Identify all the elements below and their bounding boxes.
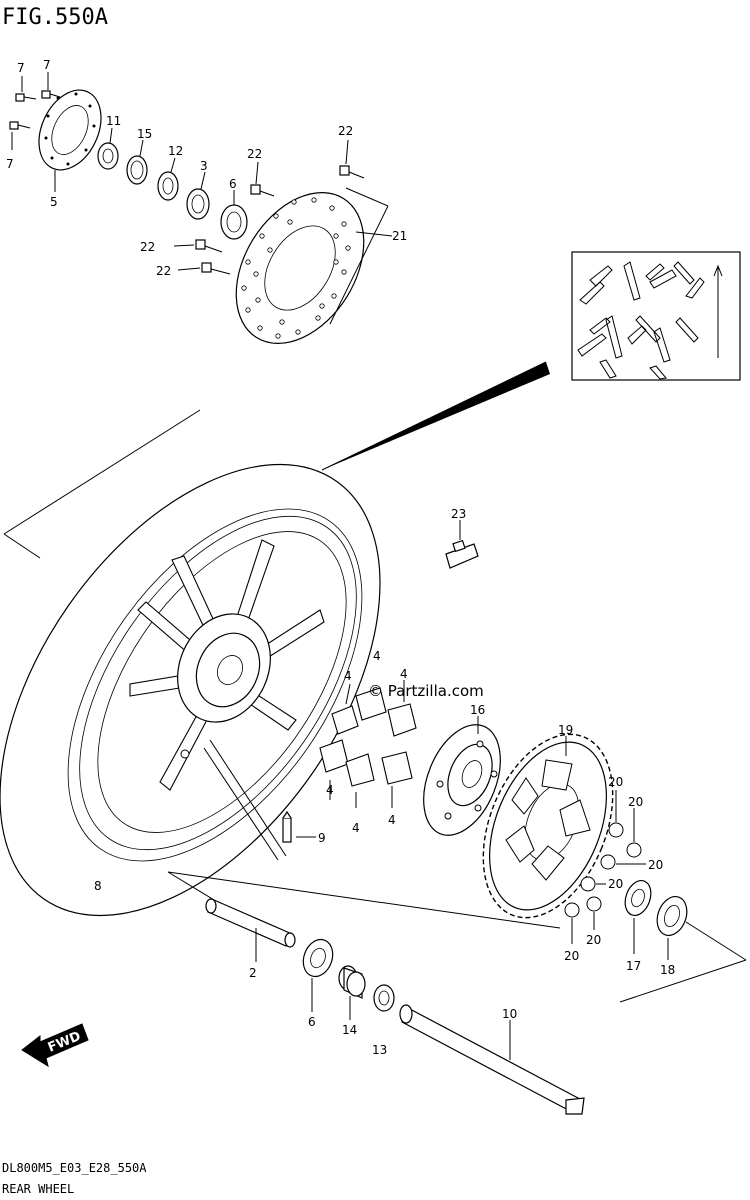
callout-8: 8 [94, 879, 102, 893]
callout-7: 7 [6, 157, 14, 171]
callout-4: 4 [388, 813, 396, 827]
sprocket-drum-16 [423, 716, 501, 836]
bearing-6-top [220, 190, 248, 240]
bearing-3 [186, 171, 210, 220]
callout-6: 6 [308, 1015, 316, 1029]
callout-22: 22 [247, 147, 262, 161]
callout-19: 19 [558, 723, 573, 737]
callout-22: 22 [140, 240, 155, 254]
callout-20: 20 [608, 775, 623, 789]
callout-12: 12 [168, 144, 183, 158]
callout-20: 20 [608, 877, 623, 891]
diagram-code: DL800M5_E03_E28_550A [2, 1161, 147, 1175]
callout-20: 20 [648, 858, 663, 872]
bearing-12 [157, 157, 179, 201]
brake-disc-21 [235, 191, 365, 345]
nut-20 [564, 822, 642, 918]
fwd-direction-badge: FWD [21, 1023, 89, 1068]
damper-4 [319, 687, 417, 787]
callout-15: 15 [137, 127, 152, 141]
bolt-7 [9, 90, 61, 130]
callout-17: 17 [626, 959, 641, 973]
callout-11: 11 [106, 114, 121, 128]
callout-5: 5 [50, 195, 58, 209]
figure-title: FIG.550A [2, 5, 108, 30]
collar-11 [97, 127, 119, 170]
balance-weight-23 [445, 520, 479, 569]
sensor-rotor [38, 89, 102, 171]
bearing-17 [624, 879, 652, 954]
rear-sprocket-19 [482, 733, 614, 919]
callout-20: 20 [586, 933, 601, 947]
rear-wheel-tire-8 [0, 463, 381, 917]
bearing-6-lower [302, 938, 334, 1012]
callout-20: 20 [628, 795, 643, 809]
callout-2: 2 [249, 966, 257, 980]
bearing-13 [373, 984, 395, 1012]
callout-22: 22 [156, 264, 171, 278]
watermark: © Partzilla.com [368, 682, 484, 700]
callout-4: 4 [400, 667, 408, 681]
seal-15 [126, 139, 148, 185]
bolt-22 [195, 165, 365, 275]
callout-14: 14 [342, 1023, 357, 1037]
callout-6: 6 [229, 177, 237, 191]
callout-4: 4 [326, 783, 334, 797]
callout-3: 3 [200, 159, 208, 173]
callout-4: 4 [352, 821, 360, 835]
callout-18: 18 [660, 963, 675, 977]
spacer-2 [205, 898, 296, 962]
callout-7: 7 [43, 58, 51, 72]
callout-23: 23 [451, 507, 466, 521]
tread-pattern-inset [571, 251, 741, 381]
callout-16: 16 [470, 703, 485, 717]
valve-9 [282, 810, 316, 843]
callout-4: 4 [373, 649, 381, 663]
spacer-14 [338, 965, 366, 1020]
axle-10 [399, 1004, 585, 1115]
callout-13: 13 [372, 1043, 387, 1057]
callout-7: 7 [17, 61, 25, 75]
callout-10: 10 [502, 1007, 517, 1021]
callout-22: 22 [338, 124, 353, 138]
seal-18 [656, 896, 688, 960]
callout-21: 21 [392, 229, 407, 243]
callout-9: 9 [318, 831, 326, 845]
callout-20: 20 [564, 949, 579, 963]
callout-4: 4 [344, 669, 352, 683]
diagram-caption: REAR WHEEL [2, 1182, 74, 1196]
